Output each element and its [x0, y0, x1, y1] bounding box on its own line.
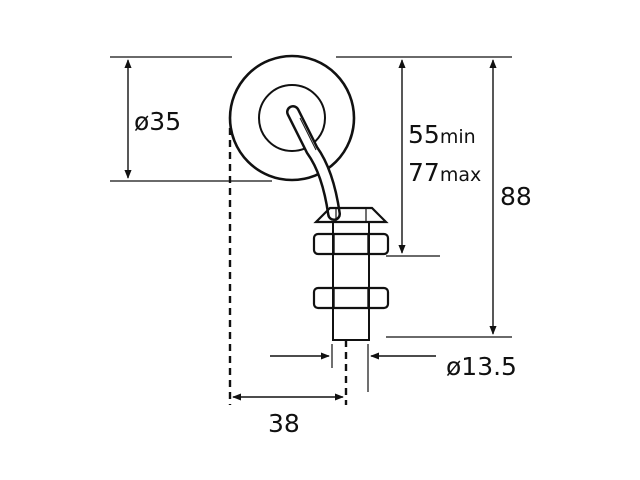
bent-arm	[286, 105, 341, 221]
threaded-stud	[332, 221, 370, 341]
min-unit-label: min	[440, 126, 476, 148]
offset-dimension: 38	[232, 393, 344, 438]
offset-label: 38	[268, 409, 300, 438]
head-diameter-label: ø35	[134, 107, 181, 136]
hex-nut-upper	[312, 232, 390, 256]
svg-text:77max: 77max	[408, 158, 481, 187]
min-value-label: 55	[408, 120, 440, 149]
overall-height-label: 88	[500, 182, 532, 211]
thread-diameter-dimension: ø13.5	[270, 352, 517, 381]
max-unit-label: max	[440, 164, 481, 186]
max-value-label: 77	[408, 158, 440, 187]
clearance-dimension: 55min 77max	[398, 59, 481, 254]
mirror-head	[228, 54, 356, 182]
flange-washer	[313, 206, 389, 224]
svg-text:55min: 55min	[408, 120, 476, 149]
head-diameter-dimension: ø35	[124, 59, 181, 179]
thread-diameter-label: ø13.5	[446, 352, 517, 381]
extension-lines	[110, 56, 512, 392]
overall-height-dimension: 88	[489, 59, 532, 335]
hex-nut-lower	[312, 286, 390, 310]
